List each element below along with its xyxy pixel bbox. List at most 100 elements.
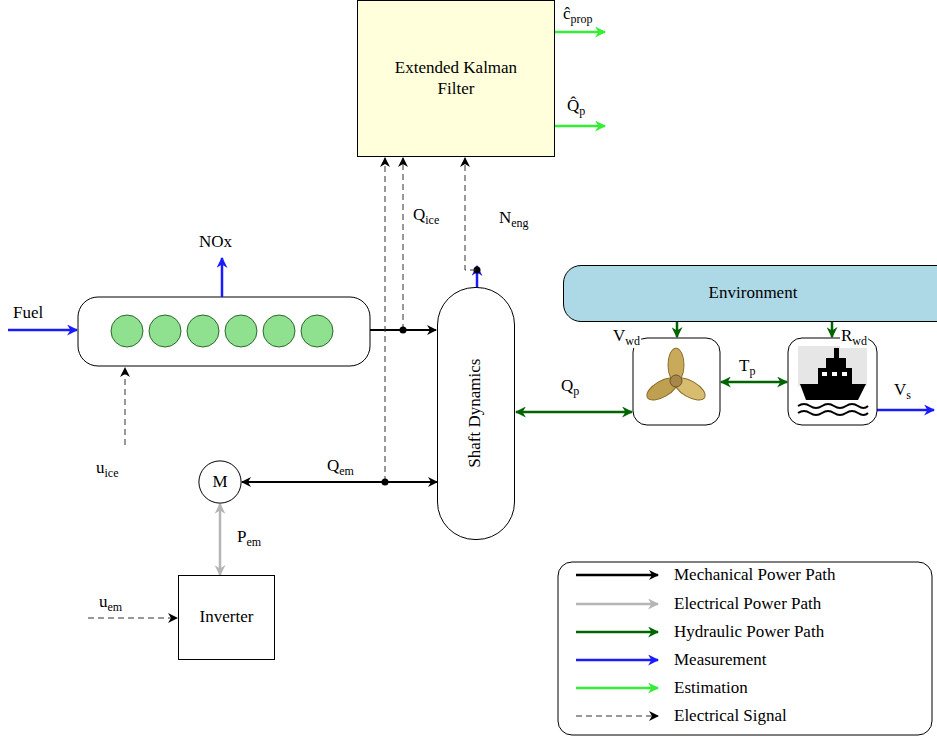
drawing-part bbox=[633, 338, 720, 425]
drawing-part bbox=[800, 384, 866, 400]
legend-text: Estimation bbox=[674, 678, 748, 698]
subscript: eng bbox=[511, 216, 528, 230]
legend-text: Hydraulic Power Path bbox=[674, 622, 824, 642]
vwd-path bbox=[676, 322, 679, 337]
legend-frame bbox=[558, 562, 932, 735]
cylinder bbox=[225, 315, 257, 347]
environment-band: Environment bbox=[563, 265, 937, 322]
signal-label: Q̂p bbox=[566, 96, 586, 118]
connector bbox=[242, 481, 437, 483]
qp-path bbox=[516, 411, 632, 414]
tp-path bbox=[721, 381, 787, 384]
motor-circle: M bbox=[198, 460, 242, 504]
connector-label: Pem bbox=[236, 527, 262, 549]
subscript: wd bbox=[852, 334, 867, 348]
nox-arrow bbox=[221, 258, 224, 297]
legend-line bbox=[576, 715, 658, 716]
vs-measurement bbox=[877, 409, 934, 412]
drawing-part bbox=[670, 375, 682, 387]
signal-label: Qice bbox=[412, 205, 440, 227]
subscript: p bbox=[579, 104, 585, 118]
circle-shape bbox=[199, 461, 241, 503]
fuel-arrow bbox=[8, 329, 77, 332]
qem-signal bbox=[385, 158, 386, 482]
node-label: Inverter bbox=[200, 607, 254, 627]
signal-label: Tp bbox=[738, 356, 756, 378]
legend-sample bbox=[572, 593, 664, 615]
engine-cylinders bbox=[111, 315, 333, 347]
qp-estimate bbox=[555, 125, 605, 128]
legend-row: Hydraulic Power Path bbox=[572, 621, 824, 643]
subscript: em bbox=[246, 535, 261, 549]
cylinder bbox=[111, 315, 143, 347]
legend-line bbox=[576, 603, 658, 606]
signal-label: uice bbox=[95, 458, 120, 480]
node-label: Shaft Dynamics bbox=[466, 359, 486, 468]
subscript: p bbox=[573, 384, 579, 398]
subscript: p bbox=[749, 364, 755, 378]
cylinder bbox=[263, 315, 295, 347]
engine-block bbox=[78, 297, 370, 366]
ship-icon bbox=[788, 338, 877, 425]
drawing-part bbox=[798, 404, 868, 408]
drawing-part bbox=[826, 358, 846, 368]
cprop-estimate bbox=[555, 31, 605, 34]
connector bbox=[465, 158, 476, 270]
uem-signal bbox=[88, 618, 177, 619]
legend-line bbox=[576, 659, 658, 662]
qice-signal bbox=[403, 158, 404, 330]
subscript: em bbox=[339, 464, 354, 478]
subscript: ice bbox=[105, 466, 119, 480]
signal-label: Vs bbox=[893, 380, 912, 402]
legend-row: Electrical Signal bbox=[572, 705, 787, 727]
drawing-part bbox=[643, 348, 708, 404]
legend-sample bbox=[572, 705, 664, 727]
legend-row: Mechanical Power Path bbox=[572, 564, 835, 586]
legend-line bbox=[576, 631, 658, 634]
legend-row: Measurement bbox=[572, 649, 767, 671]
drawing-part bbox=[798, 346, 867, 386]
uice-signal bbox=[125, 368, 126, 445]
cylinder bbox=[301, 315, 333, 347]
legend-text: Measurement bbox=[674, 650, 767, 670]
connector-label: Neng bbox=[498, 208, 530, 230]
signal-label: uem bbox=[98, 592, 123, 614]
node-label: Environment bbox=[709, 283, 798, 303]
cylinder bbox=[187, 315, 219, 347]
legend-sample bbox=[572, 621, 664, 643]
node-label: M bbox=[212, 472, 227, 492]
drawing-part bbox=[788, 338, 877, 425]
legend-text: Mechanical Power Path bbox=[674, 565, 835, 585]
legend-line bbox=[576, 687, 658, 690]
drawing-part bbox=[834, 348, 839, 358]
estimator-box: Extended Kalman Filter bbox=[357, 0, 555, 157]
signal-label: Rwd bbox=[840, 326, 868, 348]
shaft-box: Shaft Dynamics bbox=[437, 287, 515, 540]
connector bbox=[219, 504, 222, 575]
legend-text: Electrical Signal bbox=[674, 706, 787, 726]
propeller-icon bbox=[633, 338, 720, 425]
drawing-part bbox=[832, 372, 837, 376]
legend-text: Electrical Power Path bbox=[674, 594, 821, 614]
rwd-path bbox=[831, 322, 834, 337]
inverter-box: Inverter bbox=[178, 575, 275, 660]
legend-sample bbox=[572, 564, 664, 586]
subscript: s bbox=[906, 388, 911, 402]
legend-sample bbox=[572, 677, 664, 699]
drawing-part bbox=[798, 411, 868, 415]
drawing-part bbox=[842, 372, 847, 376]
drawing-part bbox=[78, 297, 370, 366]
signal-label: NOx bbox=[198, 232, 233, 252]
drawing-part bbox=[822, 372, 827, 376]
signal-label: Vwd bbox=[612, 326, 641, 348]
subscript: em bbox=[108, 600, 123, 614]
legend-sample bbox=[572, 649, 664, 671]
drawing-part bbox=[818, 368, 852, 384]
connector-label: Qem bbox=[326, 456, 355, 478]
signal-label: Qp bbox=[560, 376, 580, 398]
legend-line bbox=[576, 574, 658, 577]
junction-dot bbox=[400, 327, 407, 334]
legend-row: Estimation bbox=[572, 677, 748, 699]
subscript: prop bbox=[571, 12, 593, 26]
